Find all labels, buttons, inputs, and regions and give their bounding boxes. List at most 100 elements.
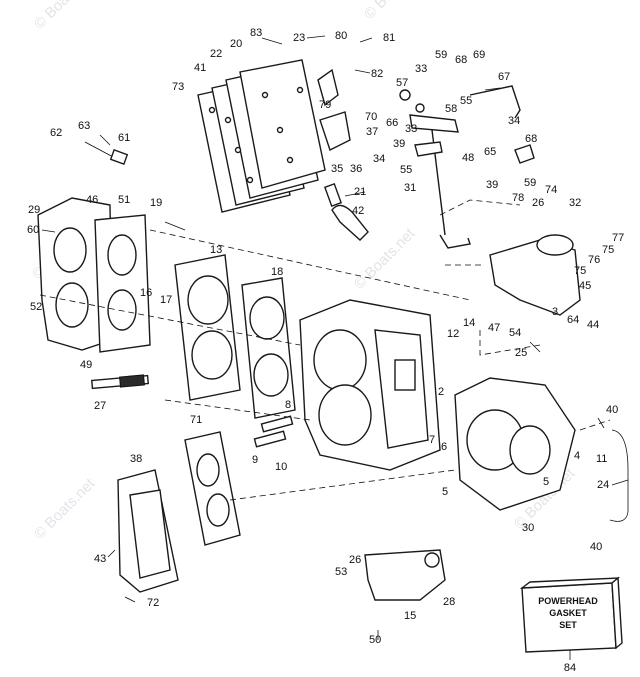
callout-label: 12 — [447, 328, 459, 340]
callout-label: 11 — [596, 453, 607, 465]
callout-label: 74 — [545, 184, 557, 196]
kit-box-line2: GASKET — [549, 608, 587, 618]
callout-label: 78 — [512, 192, 524, 204]
callout-label: 69 — [473, 49, 485, 61]
callout-label: 47 — [488, 322, 500, 334]
callout-label: 35 — [331, 163, 343, 175]
callout-label: 10 — [275, 461, 287, 473]
callout-label: 29 — [28, 204, 40, 216]
intake-manifold — [37, 197, 151, 353]
watermark: © Boats.net — [31, 0, 99, 33]
callout-label: 68 — [455, 54, 467, 66]
callout-label: 26 — [532, 197, 544, 209]
mounting-bracket — [364, 549, 446, 601]
callout-label: 62 — [50, 127, 62, 139]
throttle-cam-bracket — [489, 234, 581, 316]
callout-label: 18 — [271, 266, 283, 278]
kit-box-line1: POWERHEAD — [538, 596, 598, 606]
callout-label: 33 — [415, 63, 427, 75]
callout-label: 51 — [118, 194, 130, 206]
callout-label: 75 — [602, 244, 614, 256]
callout-label: 55 — [400, 164, 412, 176]
callout-label: 63 — [78, 120, 90, 132]
callout-label: 48 — [462, 152, 474, 164]
callout-label: 80 — [335, 30, 347, 42]
callout-label: 19 — [150, 197, 162, 209]
callout-label: 77 — [612, 232, 624, 244]
callout-label: 61 — [118, 132, 130, 144]
callout-label: 23 — [293, 32, 305, 44]
callout-label: 17 — [160, 294, 172, 306]
callout-label: 57 — [396, 77, 408, 89]
callout-label: 54 — [509, 327, 521, 339]
callout-label: 42 — [352, 205, 364, 217]
callout-label: 3 — [552, 306, 558, 318]
callout-label: 7 — [429, 434, 435, 446]
callout-label: 13 — [210, 244, 222, 256]
temperature-sender — [84, 141, 129, 165]
callout-label: 60 — [27, 224, 39, 236]
callout-label: 55 — [460, 95, 472, 107]
bypass-cover — [117, 431, 241, 593]
callout-label: 28 — [443, 596, 455, 608]
callout-label: 30 — [522, 522, 534, 534]
callout-label: 4 — [574, 450, 580, 462]
callout-label: 16 — [140, 287, 152, 299]
callout-label: 15 — [404, 610, 416, 622]
head-gasket — [241, 277, 296, 419]
callout-label: 75 — [574, 265, 586, 277]
callout-label: 40 — [606, 404, 618, 416]
callout-label: 6 — [441, 441, 447, 453]
callout-label: 38 — [130, 453, 142, 465]
callout-label: 67 — [498, 71, 510, 83]
watermark: © Boats.net — [361, 0, 429, 23]
callout-label: 36 — [350, 163, 362, 175]
leader-lines — [41, 35, 629, 640]
water-tube — [609, 429, 629, 522]
crankcase — [454, 377, 576, 511]
callout-label: 45 — [579, 280, 591, 292]
thermostat-housing — [317, 68, 369, 241]
callout-label: 68 — [525, 133, 537, 145]
callout-label: 76 — [588, 254, 600, 266]
callout-label: 64 — [567, 314, 579, 326]
callout-label: 81 — [383, 32, 395, 44]
callout-label: 72 — [147, 597, 159, 609]
callout-label: 31 — [404, 182, 416, 194]
watermark: © Boats.net — [31, 475, 99, 543]
callout-label: 26 — [349, 554, 361, 566]
callout-label: 14 — [463, 317, 475, 329]
callout-label: 49 — [80, 359, 92, 371]
callout-label: 37 — [366, 126, 378, 138]
callout-label: 32 — [569, 197, 581, 209]
callout-label: 73 — [172, 81, 184, 93]
callout-label: 33 — [405, 123, 417, 135]
callout-label: 53 — [335, 566, 347, 578]
callout-label: 82 — [371, 68, 383, 80]
callout-label: 8 — [285, 399, 291, 411]
callout-label: 5 — [442, 486, 448, 498]
callout-label: 70 — [365, 111, 377, 123]
callout-label: 2 — [438, 386, 444, 398]
callout-label: 21 — [354, 186, 366, 198]
callout-label: 39 — [486, 179, 498, 191]
alignment-lines — [39, 199, 611, 501]
callout-label: 41 — [194, 62, 206, 74]
callout-label: 83 — [250, 27, 262, 39]
linkage-assembly — [399, 85, 535, 249]
callout-label: 34 — [508, 115, 520, 127]
callouts: 83 23 80 81 20 22 41 73 82 79 59 68 69 3… — [27, 27, 624, 646]
callout-label: 66 — [386, 117, 398, 129]
cylinder-block — [299, 299, 441, 471]
spark-plug — [90, 374, 150, 390]
kit-box-line3: SET — [559, 620, 577, 630]
callout-label: 40 — [590, 541, 602, 553]
callout-label: 44 — [587, 319, 599, 331]
dowel-pins — [253, 415, 294, 448]
callout-label: 46 — [86, 194, 98, 206]
callout-label: 27 — [94, 400, 106, 412]
exhaust-cover-plates — [197, 59, 326, 213]
callout-label: 58 — [445, 103, 457, 115]
callout-label: 59 — [524, 177, 536, 189]
